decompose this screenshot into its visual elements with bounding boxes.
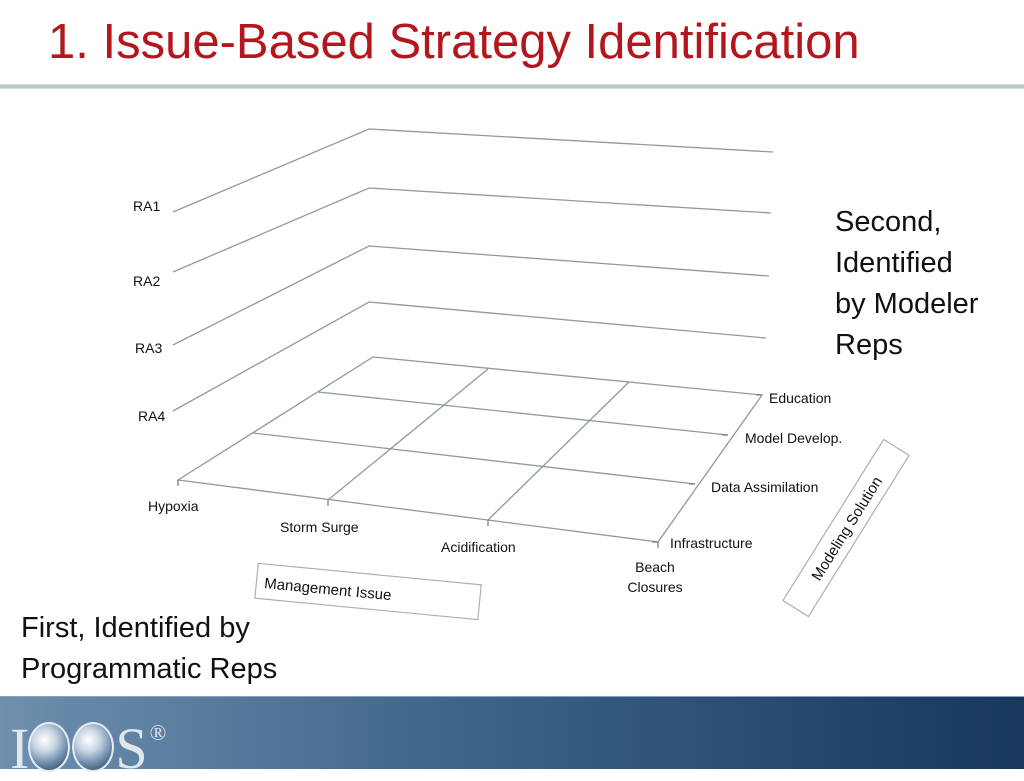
footer-bar: I S® xyxy=(0,696,1024,781)
floor-col-line-2 xyxy=(487,381,630,521)
management-issue-box: Management Issue xyxy=(254,562,482,621)
solution-label-model-develop: Model Develop. xyxy=(745,430,842,446)
programmatic-reps-note: First, Identified by Programmatic Reps xyxy=(21,608,441,690)
solution-label-education: Education xyxy=(769,390,831,406)
back-wall-lines xyxy=(172,128,774,412)
solution-label-data-assimilation: Data Assimilation xyxy=(711,479,818,495)
modeler-note-line: by Modeler xyxy=(835,288,979,320)
programmatic-note-line: Programmatic Reps xyxy=(21,653,278,685)
modeler-note-line: Second, xyxy=(835,206,942,238)
modeling-solution-label: Modeling Solution xyxy=(808,474,886,584)
region-label-ra2: RA2 xyxy=(133,273,160,289)
issue-label-beach: Beach xyxy=(635,559,675,575)
registered-mark: ® xyxy=(149,720,167,745)
modeler-note-line: Identified xyxy=(835,247,953,279)
globe-icon xyxy=(28,722,71,772)
programmatic-note-line: First, Identified by xyxy=(21,612,250,644)
modeler-note-line: Reps xyxy=(835,329,903,361)
ra3-gridline xyxy=(172,245,770,346)
floor-row-line-2 xyxy=(252,432,696,485)
floor-grid xyxy=(176,356,764,543)
globe-icon xyxy=(72,722,115,772)
ioos-logo: I S® xyxy=(10,701,167,781)
floor-outline xyxy=(176,356,764,543)
modeling-solution-box-outline xyxy=(782,438,910,618)
issue-label-acidification: Acidification xyxy=(441,539,516,555)
logo-letter-i: I xyxy=(10,716,29,781)
ra1-gridline xyxy=(172,128,774,213)
slide-title: 1. Issue-Based Strategy Identification xyxy=(48,15,860,69)
modeler-reps-note: Second, Identified by Modeler Reps xyxy=(835,202,1020,366)
axis-ticks xyxy=(177,394,762,548)
issue-label-hypoxia: Hypoxia xyxy=(148,498,199,514)
floor-col-line-1 xyxy=(327,368,489,501)
ra2-gridline xyxy=(172,187,772,273)
ra4-gridline xyxy=(172,301,767,412)
region-label-ra4: RA4 xyxy=(138,408,165,424)
issue-label-closures: Closures xyxy=(627,579,682,595)
issue-label-storm-surge: Storm Surge xyxy=(280,519,359,535)
region-label-ra3: RA3 xyxy=(135,340,162,356)
region-label-ra1: RA1 xyxy=(133,198,160,214)
management-issue-box-outline xyxy=(254,562,482,621)
title-divider xyxy=(0,84,1024,89)
solution-label-infrastructure: Infrastructure xyxy=(670,535,753,551)
modeling-solution-box: Modeling Solution xyxy=(782,438,910,618)
logo-letter-s: S xyxy=(115,716,147,781)
floor-row-line-1 xyxy=(317,391,729,436)
